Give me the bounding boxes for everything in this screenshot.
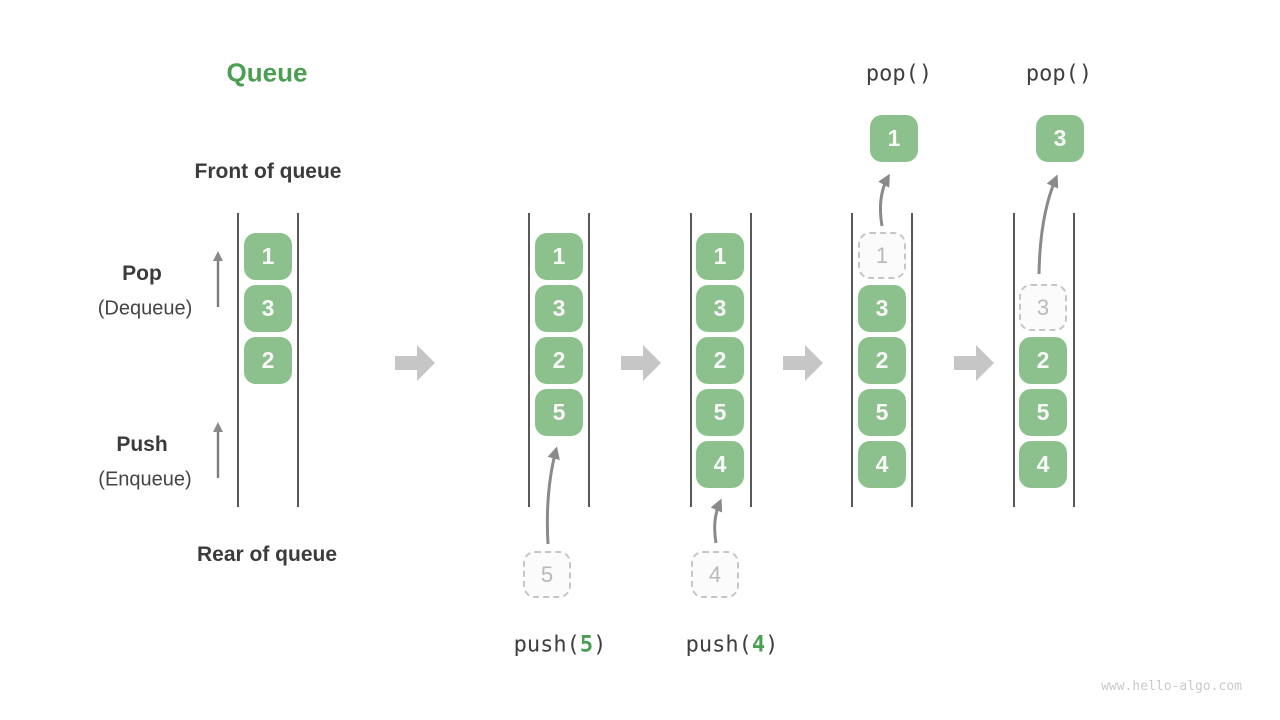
- queue-wall-left-s1: [237, 213, 239, 507]
- pop-3-arrow-icon: [1037, 174, 1059, 275]
- queue-element: 3: [244, 285, 292, 332]
- push-operation-label-2: push(4): [686, 633, 779, 658]
- step-arrow-icon: [621, 345, 661, 381]
- watermark: www.hello-algo.com: [1101, 679, 1242, 694]
- queue-element: 1: [696, 233, 744, 280]
- push-4-arrow-icon: [710, 498, 723, 544]
- push-label: Push: [116, 433, 168, 456]
- pop-operation-label-2: pop(): [1025, 61, 1093, 87]
- queue-element: 2: [696, 337, 744, 384]
- incoming-element-ghost: 5: [523, 551, 571, 598]
- queue-element: 2: [244, 337, 292, 384]
- queue-element: 4: [858, 441, 906, 488]
- queue-element: 2: [535, 337, 583, 384]
- queue-element: 5: [858, 389, 906, 436]
- queue-element: 5: [1019, 389, 1067, 436]
- queue-element: 5: [535, 389, 583, 436]
- queue-element: 5: [696, 389, 744, 436]
- queue-element: 1: [535, 233, 583, 280]
- queue-element: 2: [858, 337, 906, 384]
- queue-wall-left-s3: [690, 213, 692, 507]
- pop-label: Pop: [122, 262, 162, 285]
- removed-element-ghost: 1: [858, 232, 906, 279]
- queue-wall-left-s2: [528, 213, 530, 507]
- push-operation-label-1: push(5): [514, 633, 607, 658]
- step-arrow-icon: [395, 345, 435, 381]
- queue-wall-right-s3: [750, 213, 752, 507]
- queue-wall-right-s2: [588, 213, 590, 507]
- push-fn-text: push(: [685, 632, 752, 658]
- pop-1-arrow-icon: [878, 173, 890, 227]
- step-arrow-icon: [954, 345, 994, 381]
- queue-wall-right-s4: [911, 213, 913, 507]
- queue-element: 1: [244, 233, 292, 280]
- push-close-paren: ): [593, 632, 607, 658]
- queue-element: 4: [696, 441, 744, 488]
- queue-element: 3: [858, 285, 906, 332]
- dequeue-label: (Dequeue): [97, 297, 193, 320]
- queue-element: 3: [696, 285, 744, 332]
- enqueue-label: (Enqueue): [98, 468, 192, 491]
- push-5-arrow-icon: [545, 446, 560, 545]
- queue-wall-left-s5: [1013, 213, 1015, 507]
- popped-element: 1: [870, 115, 918, 162]
- removed-element-ghost: 3: [1019, 284, 1067, 331]
- queue-wall-left-s4: [851, 213, 853, 507]
- step-arrow-icon: [783, 345, 823, 381]
- queue-wall-right-s1: [297, 213, 299, 507]
- push-arg-value: 4: [751, 632, 766, 658]
- queue-element: 2: [1019, 337, 1067, 384]
- popped-element: 3: [1036, 115, 1084, 162]
- rear-of-queue-label: Rear of queue: [196, 543, 338, 566]
- push-arg-value: 5: [579, 632, 594, 658]
- push-fn-text: push(: [513, 632, 580, 658]
- pop-operation-label-1: pop(): [865, 61, 933, 87]
- queue-wall-right-s5: [1073, 213, 1075, 507]
- diagram-title: Queue: [226, 57, 308, 88]
- incoming-element-ghost: 4: [691, 551, 739, 598]
- queue-element: 4: [1019, 441, 1067, 488]
- queue-element: 3: [535, 285, 583, 332]
- front-of-queue-label: Front of queue: [194, 160, 342, 183]
- push-close-paren: ): [765, 632, 779, 658]
